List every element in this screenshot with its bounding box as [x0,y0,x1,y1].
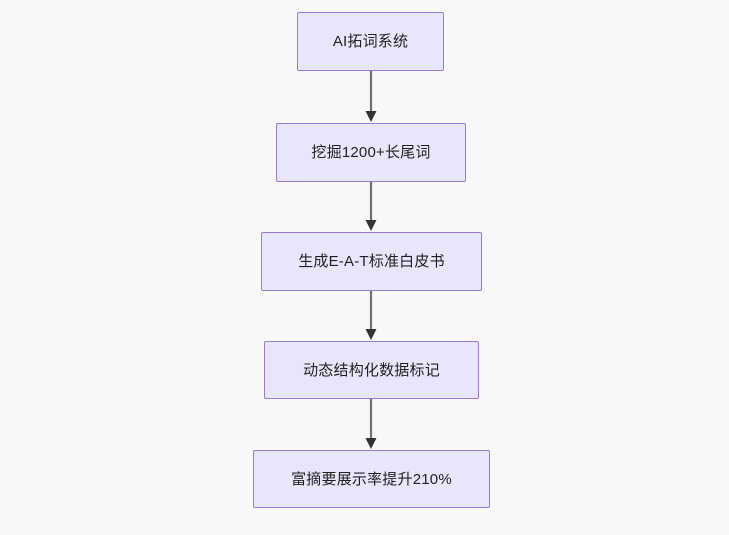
edge-n1-n2-arrow [365,71,377,122]
edge-n2-n3-arrow [365,182,377,231]
flow-node-label: 富摘要展示率提升210% [291,470,452,488]
flow-node-label: 挖掘1200+长尾词 [311,144,431,161]
edge-n3-n4 [363,291,379,341]
flow-node-label: AI拓词系统 [332,33,409,50]
flow-node-label: 动态结构化数据标记 [303,361,440,379]
edge-n3-n4-arrow [365,291,377,340]
edge-n1-n2 [363,71,379,123]
edge-n4-n5-arrow [365,399,377,449]
edge-n4-n5 [363,399,379,450]
flow-node-rich-snippet-result[interactable]: 富摘要展示率提升210% [253,450,490,508]
flow-node-longtail-mining[interactable]: 挖掘1200+长尾词 [276,123,466,182]
flow-node-label: 生成E-A-T标准白皮书 [298,253,445,270]
flow-node-eat-whitepaper[interactable]: 生成E-A-T标准白皮书 [261,232,482,291]
edge-n2-n3 [363,182,379,232]
flow-node-structured-data-markup[interactable]: 动态结构化数据标记 [264,341,479,399]
flow-node-ai-keyword-system[interactable]: AI拓词系统 [297,12,444,71]
